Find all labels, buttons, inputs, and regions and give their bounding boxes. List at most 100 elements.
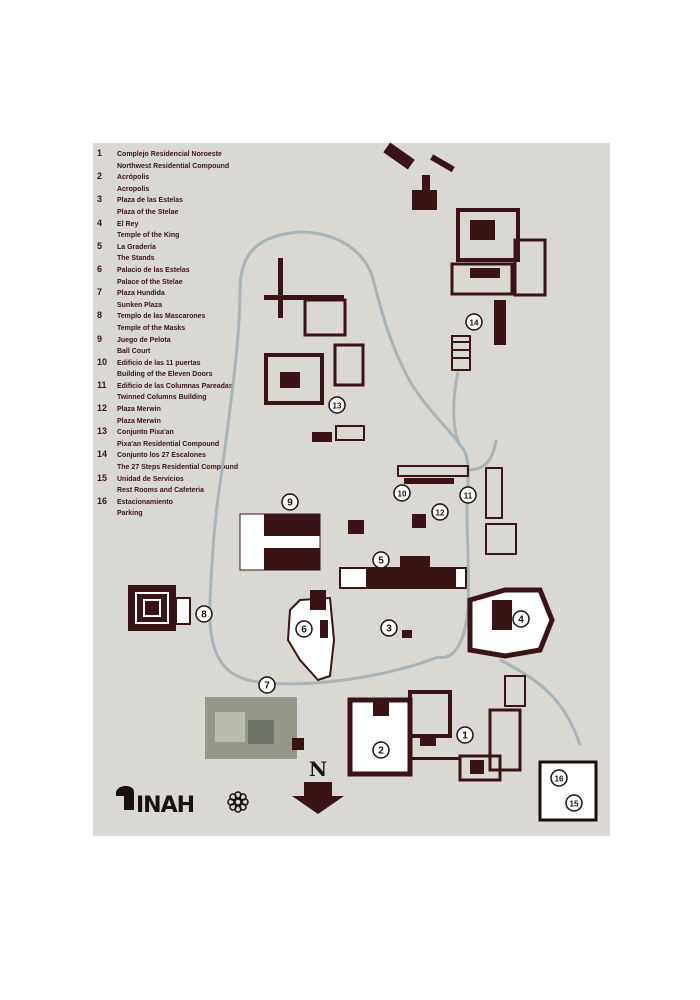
structures-1 [412, 675, 526, 782]
legend-label-en: Sunken Plaza [117, 299, 163, 309]
legend-label-es: Templo de las Mascarones [117, 311, 206, 321]
legend-number: 14 [97, 449, 108, 460]
site-marker-label: 6 [301, 625, 307, 636]
legend-item-en: Plaza Merwin [95, 415, 270, 427]
legend-number: 2 [97, 171, 103, 182]
site-marker-label: 13 [333, 402, 342, 411]
legend-label-en: Rest Rooms and Cafeteria [117, 485, 204, 495]
legend-label-en: Pixa'an Residential Compound [117, 438, 220, 448]
site-marker-16: 16 [550, 769, 568, 787]
legend-item: 2 Acrópolis [95, 171, 270, 183]
legend-number: 10 [97, 356, 108, 367]
legend-label-es: Juego de Pelota [117, 334, 171, 344]
structures-4 [467, 587, 555, 659]
site-marker-label: 9 [287, 498, 293, 509]
legend-label-en: Temple of the King [117, 230, 180, 240]
legend-number: 9 [97, 333, 103, 344]
legend-number: 11 [97, 379, 107, 390]
legend-label-es: La Gradería [117, 241, 156, 251]
site-marker-15: 15 [565, 794, 583, 812]
legend-label-en: Palace of the Stelae [117, 276, 183, 286]
legend-label-es: Plaza Hundida [117, 288, 165, 298]
legend-label-en: The 27 Steps Residential Compound [117, 462, 239, 472]
inah-logo-icon: INAH [116, 786, 195, 818]
structures-14 [383, 142, 547, 371]
legend-item-en: Twinned Columns Building [95, 391, 270, 403]
site-marker-5: 5 [372, 551, 390, 569]
flower-emblem-icon [227, 791, 249, 813]
site-marker-label: 14 [470, 319, 479, 328]
legend-item-en: Plaza of the Stelae [95, 206, 270, 218]
legend-label-es: Acrópolis [117, 172, 150, 182]
north-arrow-icon: N [292, 757, 344, 814]
legend-label-en: Twinned Columns Building [117, 392, 207, 402]
site-marker-label: 2 [378, 746, 384, 757]
site-marker-8: 8 [195, 605, 213, 623]
site-marker-14: 14 [465, 313, 483, 331]
structures-15-16 [538, 760, 598, 822]
legend-item-en: Temple of the Masks [95, 322, 270, 334]
legend-number: 8 [97, 310, 103, 321]
legend-item-en: Acropolis [95, 183, 270, 195]
structures-7 [205, 697, 304, 759]
legend-item: 8 Templo de las Mascarones [95, 310, 270, 322]
legend-item-en: Sunken Plaza [95, 299, 270, 311]
site-marker-11: 11 [459, 486, 477, 504]
legend-item: 11 Edificio de las Columnas Pareadas [95, 380, 270, 392]
site-marker-label: 16 [555, 775, 564, 784]
site-marker-7: 7 [258, 676, 276, 694]
legend-number: 15 [97, 472, 108, 483]
structures-2 [347, 690, 452, 777]
site-marker-label: 4 [518, 615, 524, 626]
site-marker-label: 8 [201, 610, 207, 621]
structures-13 [264, 258, 365, 442]
legend-item: 7 Plaza Hundida [95, 287, 270, 299]
legend-label-en: Plaza Merwin [117, 415, 161, 425]
legend-number: 12 [97, 403, 108, 414]
legend-label-es: Conjunto Pixa'an [117, 427, 174, 437]
site-marker-label: 3 [386, 624, 392, 635]
legend-item-en: Building of the Eleven Doors [95, 368, 270, 380]
site-marker-1: 1 [456, 726, 474, 744]
structures-5 [339, 556, 467, 589]
legend-label-es: Conjunto los 27 Escalones [117, 450, 206, 460]
legend-label-es: El Rey [117, 218, 139, 228]
walking-path-east [452, 371, 582, 746]
structures-9 [239, 513, 364, 571]
legend-label-es: Plaza de las Estelas [117, 195, 184, 205]
legend-item-en: Northwest Residential Compound [95, 160, 270, 172]
site-marker-12: 12 [431, 503, 449, 521]
site-marker-9: 9 [281, 493, 299, 511]
north-label: N [309, 757, 327, 781]
legend-item-en: Temple of the King [95, 229, 270, 241]
legend-label-en: Temple of the Masks [117, 322, 186, 332]
structures-6 [286, 590, 412, 682]
legend-number: 13 [97, 426, 108, 437]
site-marker-label: 11 [464, 492, 473, 501]
legend-number: 7 [97, 287, 103, 298]
legend-number: 1 [97, 148, 103, 158]
legend-number: 6 [97, 263, 103, 274]
legend-item-en: Ball Court [95, 345, 270, 357]
legend-label-en: The Stands [117, 253, 155, 263]
legend-label-es: Estacionamiento [117, 496, 173, 506]
legend-label-en: Building of the Eleven Doors [117, 369, 213, 379]
legend-label-es: Edificio de las Columnas Pareadas [117, 380, 233, 390]
structures-10-11-12 [397, 465, 517, 555]
site-marker-10: 10 [393, 484, 411, 502]
structures-8 [128, 585, 191, 631]
legend-item-en: Palace of the Stelae [95, 276, 270, 288]
site-marker-label: 12 [436, 509, 445, 518]
site-marker-6: 6 [295, 620, 313, 638]
legend-number: 4 [97, 217, 103, 228]
site-marker-label: 10 [398, 490, 407, 499]
site-marker-4: 4 [512, 610, 530, 628]
legend-label-en: Parking [117, 508, 143, 518]
legend-item: 13 Conjunto Pixa'an [95, 426, 270, 438]
